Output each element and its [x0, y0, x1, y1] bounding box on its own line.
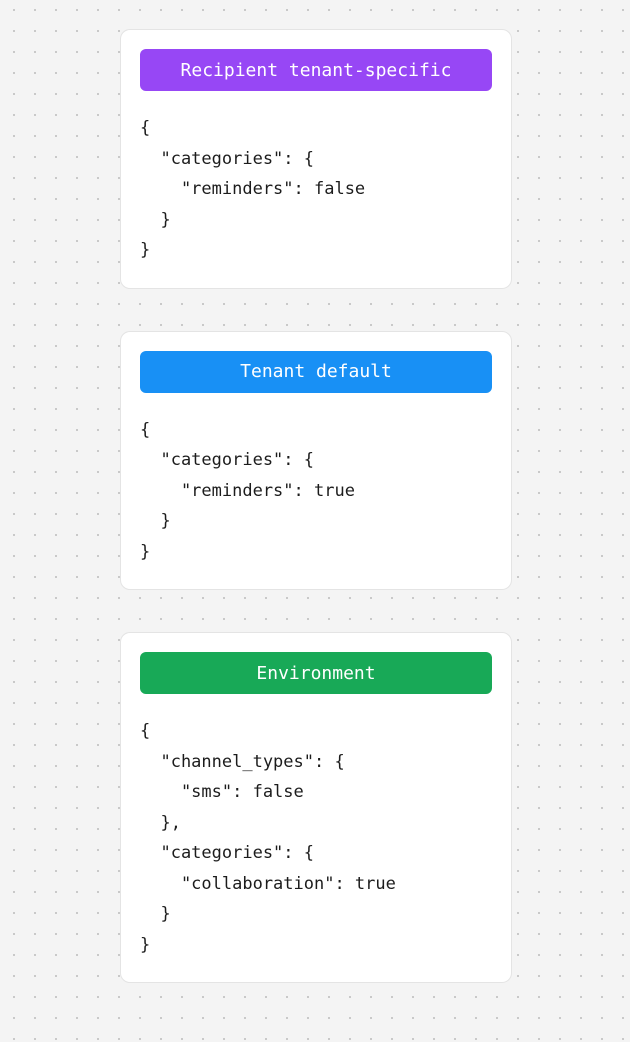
card-stack: Recipient tenant-specific { "categories"… [120, 29, 512, 983]
card-code-environment: { "channel_types": { "sms": false }, "ca… [140, 721, 396, 955]
card-code-recipient-tenant-specific: { "categories": { "reminders": false } } [140, 118, 366, 260]
card-code-tenant-default: { "categories": { "reminders": true } } [140, 419, 355, 562]
preference-card-recipient-tenant-specific: Recipient tenant-specific { "categories"… [120, 29, 512, 289]
card-badge-environment: Environment [140, 652, 492, 694]
preference-card-environment: Environment { "channel_types": { "sms": … [120, 632, 512, 983]
card-badge-tenant-default: Tenant default [140, 350, 492, 393]
preference-card-tenant-default: Tenant default { "categories": { "remind… [120, 330, 512, 590]
card-badge-recipient-tenant-specific: Recipient tenant-specific [140, 49, 492, 91]
